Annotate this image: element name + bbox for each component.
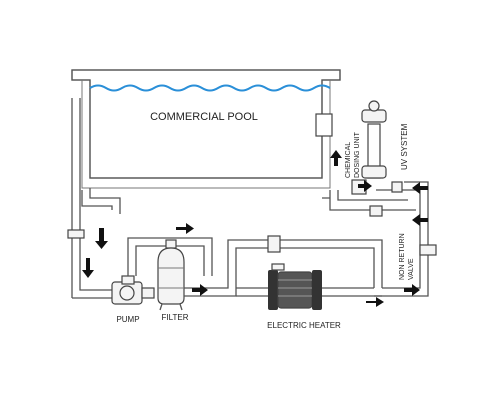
flow-arrow-heater <box>366 297 384 307</box>
heater-to-uv-pipe: NON RETURN VALVE <box>374 181 437 297</box>
filter-to-heater-pipe <box>184 235 383 297</box>
uv-valve-right <box>391 181 403 193</box>
non-return-valve <box>419 244 437 256</box>
pool-label: COMMERCIAL POOL <box>150 111 258 123</box>
non-return-valve-label: NON RETURN VALVE <box>399 231 415 280</box>
electric-heater: ELECTRIC HEATER <box>236 263 384 330</box>
water-surface <box>89 84 331 92</box>
sand-filter: FILTER <box>157 239 189 322</box>
heater-label: ELECTRIC HEATER <box>267 321 341 330</box>
pump-label: PUMP <box>116 315 139 324</box>
uv-valve-left <box>369 205 383 217</box>
chemical-dosing-unit: CHEMICAL DOSING UNIT <box>315 113 361 178</box>
flow-arrow-right-low <box>192 284 208 296</box>
flow-arrow-up-dosing <box>330 150 342 166</box>
flow-arrow-right-top <box>176 223 194 234</box>
chemical-dosing-label: CHEMICAL DOSING UNIT <box>345 131 361 178</box>
flow-arrow-down-2 <box>82 258 94 278</box>
flow-arrow-down <box>95 228 108 249</box>
flow-arrow-left-valve <box>412 214 428 226</box>
pump: PUMP <box>111 275 155 324</box>
bypass-valve <box>267 235 281 253</box>
filter-label: FILTER <box>162 313 189 322</box>
uv-system: UV SYSTEM <box>322 100 428 217</box>
flow-arrow-into-uv <box>358 180 372 192</box>
commercial-pool: COMMERCIAL POOL <box>71 69 341 189</box>
flow-arrow-right-heater-out <box>404 284 420 296</box>
suction-valve <box>67 229 85 239</box>
flow-arrow-left-uv <box>412 182 428 194</box>
left-suction-pipe <box>67 98 121 299</box>
uv-system-label: UV SYSTEM <box>400 123 409 170</box>
